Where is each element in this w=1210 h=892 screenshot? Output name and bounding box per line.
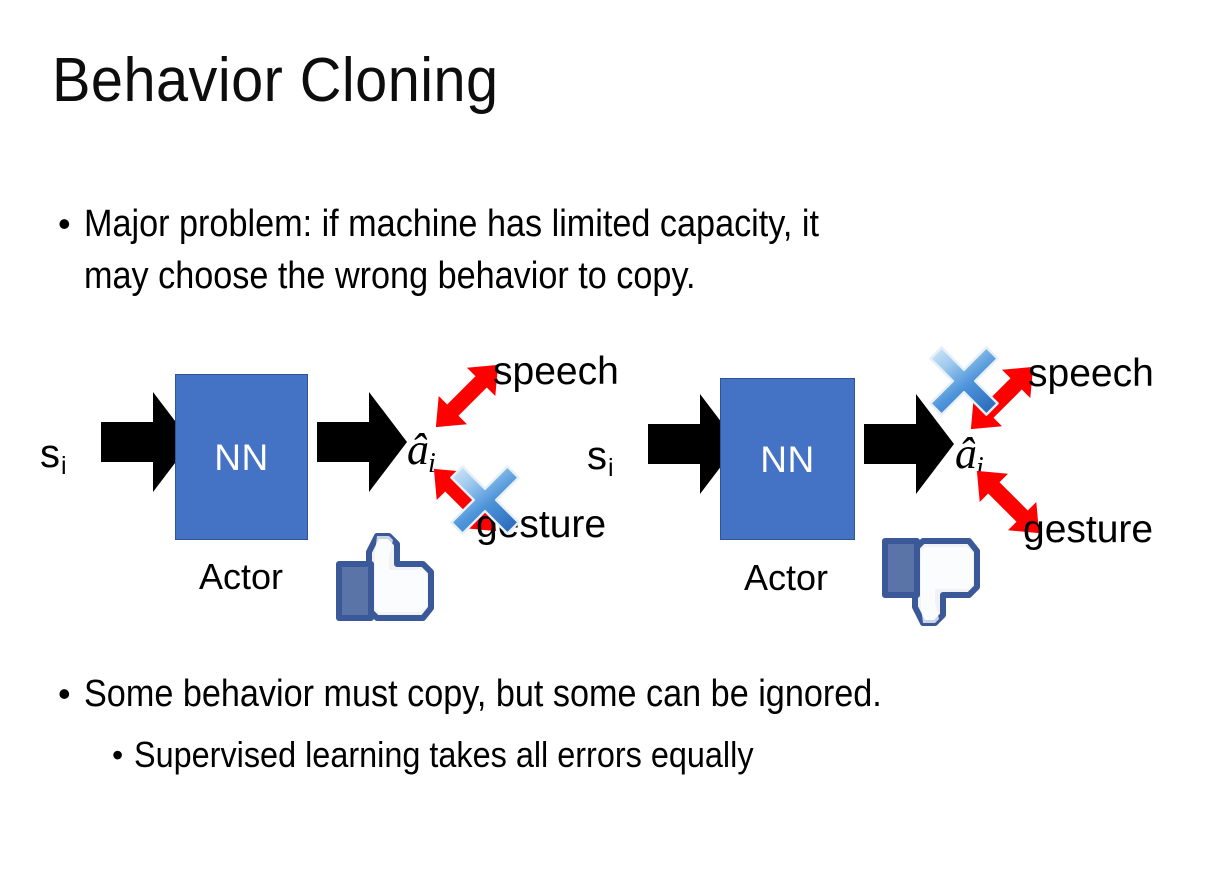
cross-out-icon-right: [924, 341, 1004, 421]
action-label-left: âi: [407, 425, 436, 480]
output-arrow-right: [864, 394, 954, 494]
bullet-marker-icon: •: [58, 673, 71, 714]
speech-label-left: speech: [493, 350, 619, 393]
bullet-supervised-learning: • Supervised learning takes all errors e…: [112, 730, 1192, 780]
nn-box-left: NN: [175, 374, 308, 540]
bullet-marker-icon: •: [58, 203, 71, 244]
nn-box-right: NN: [720, 378, 855, 540]
bullet-text: Some behavior must copy, but some can be…: [83, 673, 882, 715]
speech-label-right: speech: [1028, 352, 1154, 395]
input-arrow-left: [101, 392, 191, 492]
state-label-left: si: [40, 432, 67, 480]
speech-arrow-left: [417, 346, 517, 446]
diagram-right-wrong-copy: si NN Actor âi: [565, 340, 1210, 630]
nn-label-right: NN: [760, 438, 815, 480]
bullet-text: Major problem: if machine has limited ca…: [83, 203, 819, 297]
cross-out-icon-left: [445, 460, 525, 540]
actor-label-right: Actor: [744, 557, 829, 598]
bullet-marker-icon: •: [112, 737, 124, 773]
gesture-label-right: gesture: [1023, 508, 1154, 551]
thumbs-down-icon: [877, 525, 989, 629]
actor-label-left: Actor: [199, 556, 284, 597]
output-arrow-left: [317, 392, 407, 492]
bullet-some-behavior: • Some behavior must copy, but some can …: [58, 668, 1178, 720]
state-label-right: si: [587, 434, 614, 482]
thumbs-up-icon: [331, 530, 443, 628]
diagram-left-correct-copy: si NN Actor âi: [18, 340, 628, 630]
nn-label-left: NN: [214, 436, 269, 478]
page-title: Behavior Cloning: [52, 46, 499, 115]
input-arrow-right: [648, 394, 738, 494]
bullet-text: Supervised learning takes all errors equ…: [134, 734, 754, 775]
gesture-arrow-right: [958, 452, 1058, 552]
bullet-major-problem: • Major problem: if machine has limited …: [58, 198, 1158, 302]
action-label-right: âi: [955, 429, 984, 484]
